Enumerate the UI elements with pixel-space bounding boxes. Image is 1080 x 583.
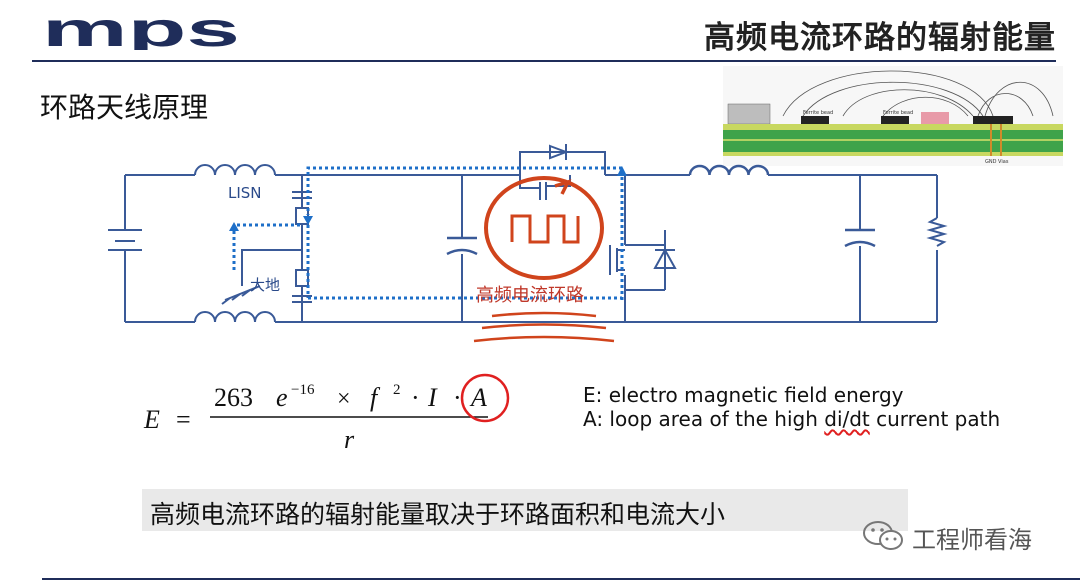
inductor-top-left (194, 164, 276, 176)
formula-denominator: r (344, 425, 355, 454)
pcb-field-sketch: Ferrite bead Ferrite bead GND Vias (723, 66, 1063, 166)
lisn-label: LISN (228, 184, 262, 202)
ferrite-bead-b-label: Ferrite bead (883, 110, 913, 116)
inductor-bottom-left (194, 311, 276, 323)
summary-text: 高频电流环路的辐射能量取决于环路面积和电流大小 (150, 500, 726, 529)
top-diode (549, 144, 569, 160)
output-capacitor (844, 228, 876, 248)
mps-logo: mps (42, 14, 240, 50)
radiation-arcs (473, 311, 615, 343)
formula-times: × (337, 386, 351, 412)
output-inductor (688, 164, 770, 176)
dc-source-symbol (108, 229, 142, 251)
freewheel-diode (625, 247, 677, 291)
area-highlight-circle (460, 373, 510, 423)
field-lines (782, 70, 1054, 117)
board-component (727, 103, 771, 125)
footer-rule (42, 578, 1080, 580)
formula-a: A (469, 383, 487, 412)
radiation-formula: E = 263 e −16 × f 2 · I · A r (143, 373, 510, 454)
header-rule (32, 60, 1056, 62)
formula-lhs: E (143, 405, 160, 434)
formula-equals: = (176, 405, 191, 434)
formula-exp: −16 (291, 382, 315, 398)
definition-e: E: electro magnetic field energy (583, 383, 904, 407)
ferrite-bead-a-label: Ferrite bead (803, 110, 833, 116)
hf-current-loop (484, 176, 604, 280)
formula-definitions: E: electro magnetic field energy A: loop… (583, 383, 1000, 431)
formula-dot2: · (453, 383, 462, 412)
formula-coef: 263 (214, 383, 253, 412)
ground-label: 大地 (250, 276, 280, 294)
noise-path-arrows (229, 166, 627, 231)
pcb-copper-top (723, 124, 1063, 130)
switch-chip-b (973, 116, 1013, 124)
summary-box: 高频电流环路的辐射能量取决于环路面积和电流大小 (142, 489, 908, 531)
high-side-mosfet (519, 175, 571, 200)
definition-a: A: loop area of the high di/dt current p… (583, 407, 1000, 431)
input-capacitor (446, 236, 478, 256)
formula-sq: 2 (393, 382, 401, 398)
slide-title: 高频电流环路的辐射能量 (704, 20, 1056, 56)
watermark-text: 工程师看海 (912, 526, 1032, 554)
gnd-vias-label: GND Vias (985, 159, 1009, 165)
mps-logo-text: mps (42, 14, 240, 50)
section-subtitle: 环路天线原理 (40, 91, 209, 124)
formula-dot1: · (411, 383, 420, 412)
ferrite-bead-a (801, 116, 829, 124)
definition-a-pre: A: loop area of the high (583, 407, 825, 431)
definition-a-post: current path (869, 407, 1001, 431)
pcb-core (723, 130, 1063, 152)
formula-e: e (276, 383, 288, 412)
square-wave-icon (510, 214, 580, 244)
load-resistor (926, 217, 948, 247)
formula-i: I (427, 383, 438, 412)
watermark: 工程师看海 (862, 516, 1062, 556)
pcb-copper-bottom (723, 152, 1063, 156)
buck-circuit-schematic: LISN 大地 (108, 144, 948, 343)
circuit-wires (124, 151, 938, 323)
switch-chip (921, 112, 949, 124)
definition-a-term: di/dt (824, 407, 870, 431)
loop-label: 高频电流环路 (476, 285, 584, 306)
formula-f: f (370, 383, 381, 412)
wechat-icon (863, 521, 903, 550)
ferrite-bead-b (881, 116, 909, 124)
